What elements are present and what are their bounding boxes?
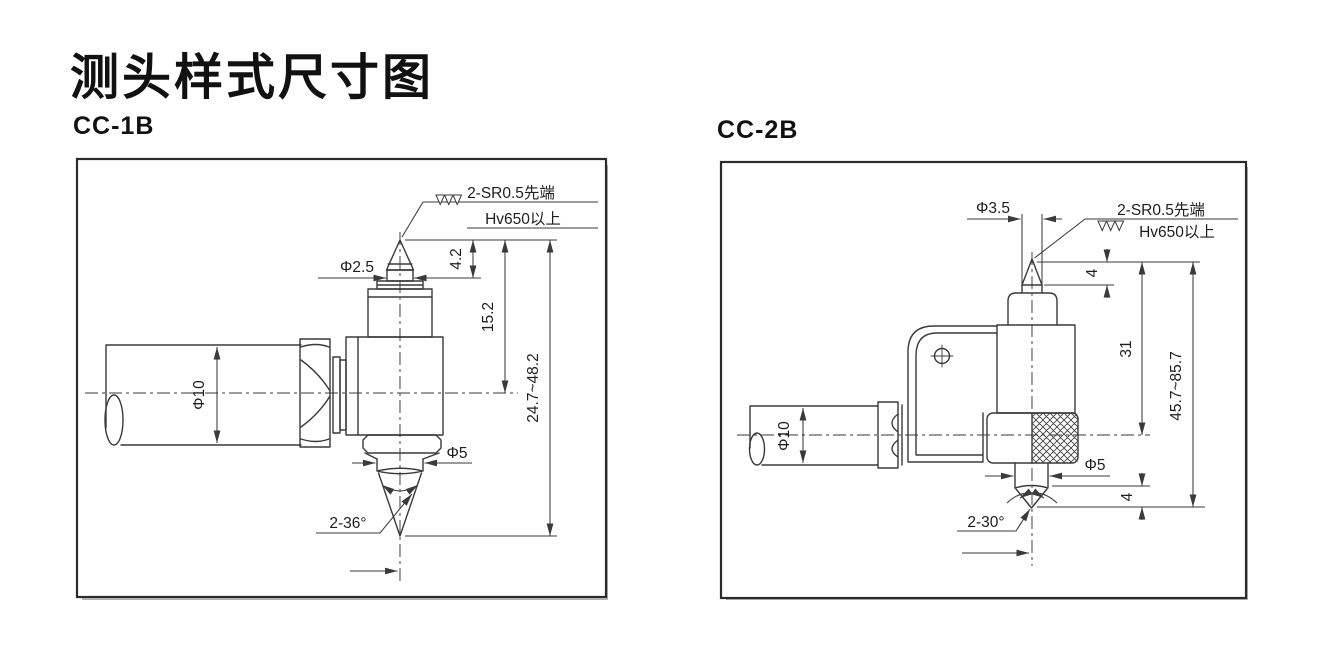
cc1b-drawing: 2-SR0.5先端 Hv650以上 Φ2.5 4.2 15.2 24.7~48.… bbox=[75, 157, 608, 600]
cc2b-probe-body bbox=[748, 258, 1079, 509]
cc1b-frame bbox=[75, 157, 608, 600]
dim-shaft-dia: Φ10 bbox=[776, 421, 793, 451]
dim-contact-dia: Φ5 bbox=[1085, 457, 1106, 474]
dim-upper-length: 15.2 bbox=[480, 302, 497, 332]
cc1b-centerlines bbox=[85, 232, 518, 583]
dim-total-length: 45.7~85.7 bbox=[1168, 351, 1185, 420]
cc2b-drawing: 2-SR0.5先端 Hv650以上 Φ3.5 4 31 45.7~85.7 Φ1… bbox=[719, 160, 1248, 600]
dim-stem-dia: Φ3.5 bbox=[976, 200, 1010, 217]
cc2b-labels: 2-SR0.5先端 Hv650以上 Φ3.5 4 31 45.7~85.7 Φ1… bbox=[776, 200, 1215, 531]
cc2b-frame bbox=[719, 160, 1248, 600]
cc1b-dimensions bbox=[213, 194, 598, 575]
dim-total-length: 24.7~48.2 bbox=[525, 353, 542, 422]
dim-tip-length: 4.2 bbox=[448, 248, 465, 270]
dim-stem-dia: Φ2.5 bbox=[340, 259, 374, 276]
cc1b-probe-body bbox=[104, 239, 444, 537]
surface-finish-icon bbox=[1097, 220, 1125, 232]
note-hardness: Hv650以上 bbox=[1139, 223, 1215, 241]
dim-upper-length: 31 bbox=[1118, 340, 1135, 357]
surface-finish-icon bbox=[435, 194, 463, 206]
panel-label-cc2b: CC-2B bbox=[717, 116, 799, 144]
dim-lower-tip-length: 4 bbox=[1119, 492, 1136, 501]
note-tip-spec: 2-SR0.5先端 bbox=[1117, 201, 1205, 219]
dim-tip-angle: 2-30° bbox=[967, 514, 1004, 531]
cc2b-dimensions bbox=[799, 214, 1238, 557]
note-hardness: Hv650以上 bbox=[485, 210, 561, 228]
dim-tip-angle: 2-36° bbox=[329, 515, 366, 532]
dim-shaft-dia: Φ10 bbox=[191, 380, 208, 410]
cc2b-centerlines bbox=[737, 252, 1150, 566]
note-tip-spec: 2-SR0.5先端 bbox=[467, 184, 555, 202]
cc1b-labels: 2-SR0.5先端 Hv650以上 Φ2.5 4.2 15.2 24.7~48.… bbox=[191, 184, 561, 532]
panel-label-cc1b: CC-1B bbox=[73, 112, 155, 140]
dim-tip-length: 4 bbox=[1084, 268, 1101, 277]
dim-contact-dia: Φ5 bbox=[447, 445, 468, 462]
page-title: 测头样式尺寸图 bbox=[70, 51, 435, 105]
